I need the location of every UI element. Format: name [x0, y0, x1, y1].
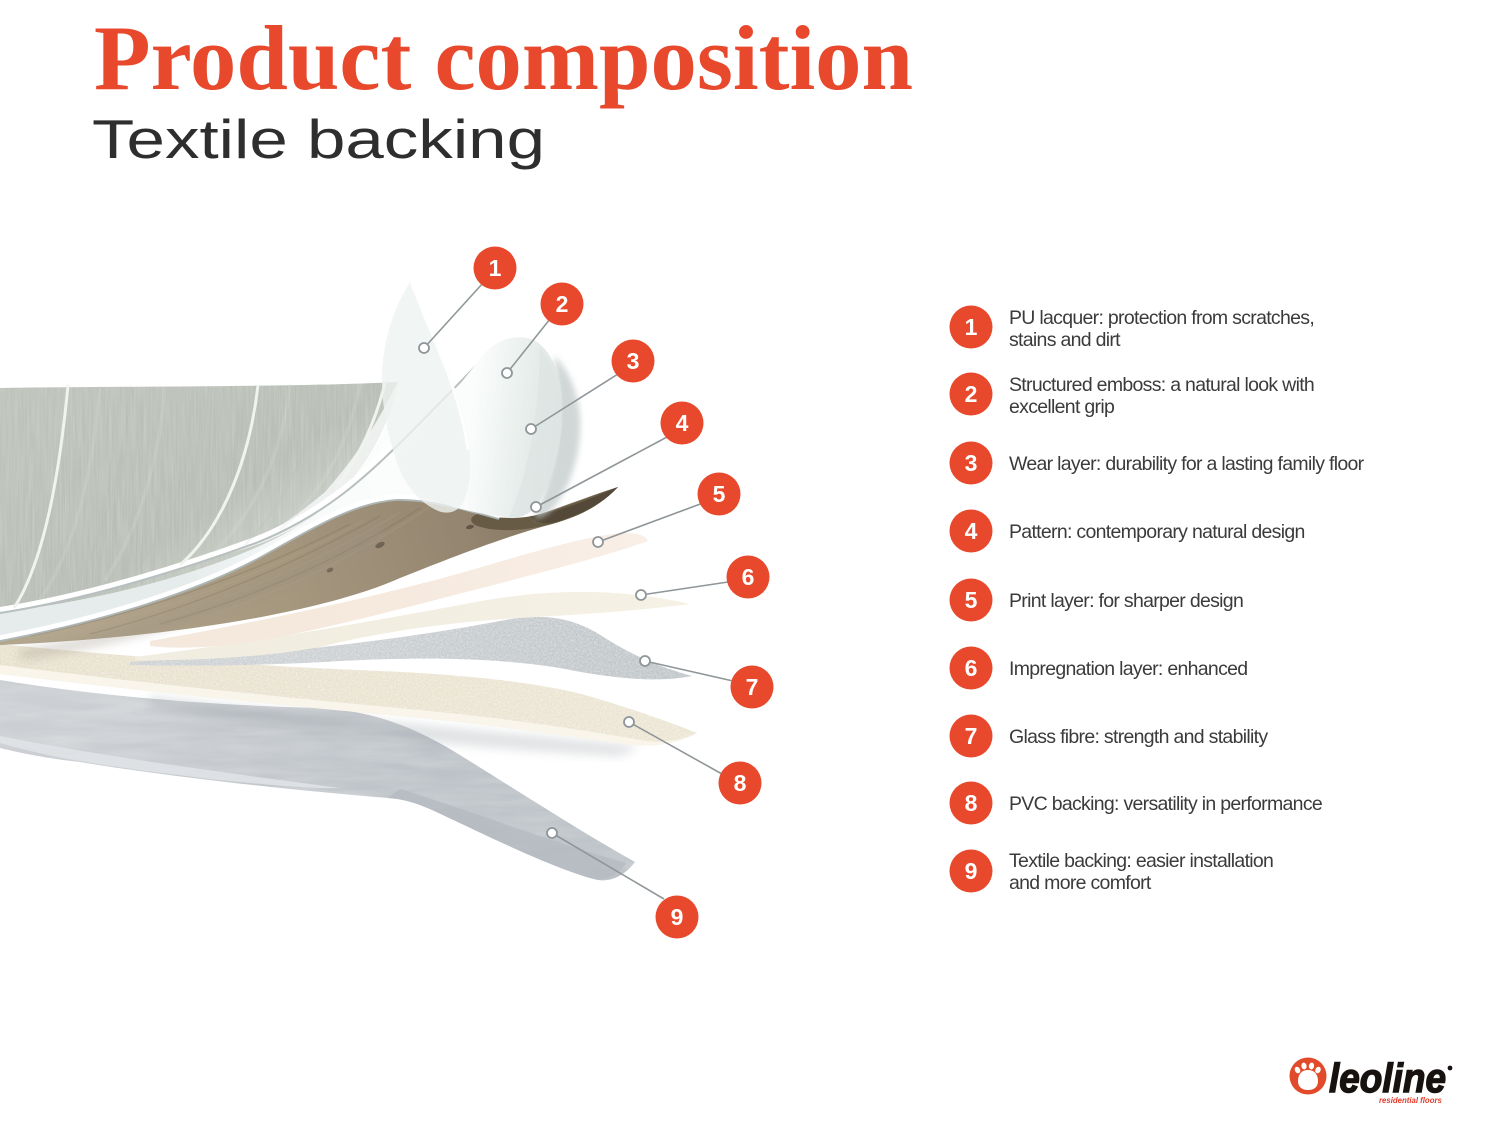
svg-text:leoline: leoline: [1329, 1055, 1446, 1101]
svg-text:2: 2: [965, 381, 978, 407]
svg-text:Impregnation layer: enhanced: Impregnation layer: enhanced: [1009, 658, 1247, 680]
svg-text:1: 1: [489, 255, 502, 281]
svg-text:excellent grip: excellent grip: [1009, 396, 1115, 418]
svg-text:5: 5: [965, 587, 978, 613]
svg-text:Textile backing: easier instal: Textile backing: easier installation: [1009, 850, 1273, 872]
svg-text:PVC backing: versatility in pe: PVC backing: versatility in performance: [1009, 793, 1322, 815]
svg-text:Textile backing: Textile backing: [92, 108, 545, 170]
svg-text:6: 6: [742, 564, 755, 590]
svg-text:5: 5: [713, 481, 726, 507]
svg-text:4: 4: [676, 410, 689, 436]
svg-text:residential floors: residential floors: [1379, 1096, 1442, 1105]
svg-text:9: 9: [965, 858, 978, 884]
svg-text:7: 7: [746, 674, 759, 700]
svg-text:PU lacquer: protection from sc: PU lacquer: protection from scratches,: [1009, 307, 1314, 329]
svg-text:2: 2: [556, 291, 569, 317]
svg-text:6: 6: [965, 655, 978, 681]
svg-text:and more comfort: and more comfort: [1009, 872, 1152, 894]
svg-text:1: 1: [965, 314, 978, 340]
svg-text:4: 4: [965, 518, 978, 544]
svg-text:Wear layer: durability for a l: Wear layer: durability for a lasting fam…: [1009, 453, 1365, 475]
svg-text:7: 7: [965, 723, 978, 749]
svg-text:stains and dirt: stains and dirt: [1009, 329, 1121, 351]
svg-text:9: 9: [671, 904, 684, 930]
svg-text:8: 8: [734, 770, 747, 796]
svg-text:Print layer: for sharper desig: Print layer: for sharper design: [1009, 590, 1243, 612]
svg-text:Product composition: Product composition: [94, 7, 913, 109]
svg-text:3: 3: [627, 348, 640, 374]
svg-text:8: 8: [965, 790, 978, 816]
svg-text:Structured emboss: a natural l: Structured emboss: a natural look with: [1009, 374, 1314, 396]
svg-text:3: 3: [965, 450, 978, 476]
svg-text:Pattern: contemporary natural: Pattern: contemporary natural design: [1009, 521, 1305, 543]
svg-text:Glass fibre: strength and stab: Glass fibre: strength and stability: [1009, 726, 1268, 748]
